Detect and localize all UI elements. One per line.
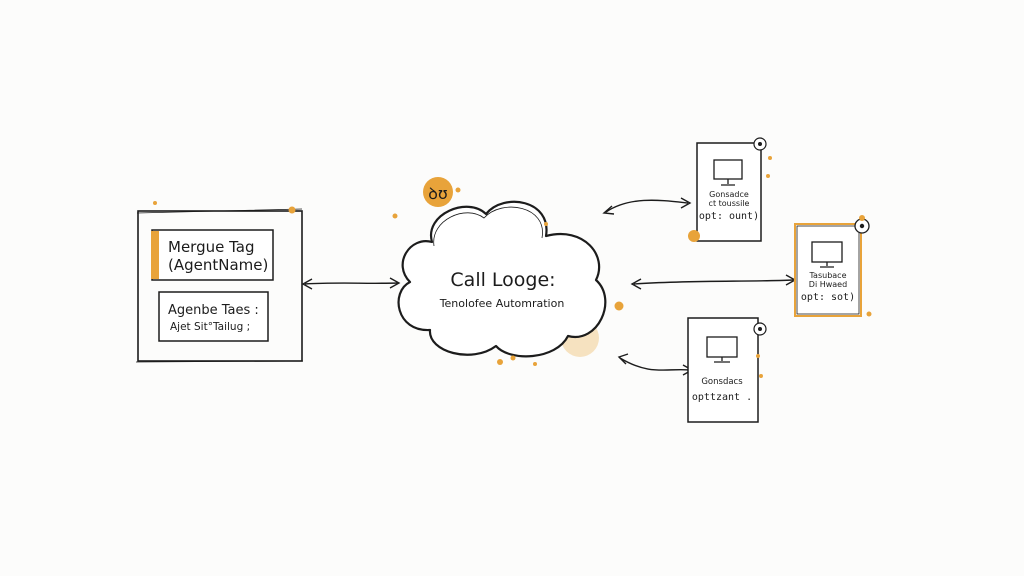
device-label-line2: ct toussile: [709, 199, 750, 208]
call-logging-cloud: ꝺʊ Call Looge: Tenolofee Automration: [392, 177, 624, 366]
monitor-icon: [706, 336, 738, 363]
badge-circle: [423, 177, 453, 207]
monitor-stand: [714, 357, 730, 363]
device-label-line3: opt: sot): [801, 292, 855, 303]
agent-tags-frame: [158, 291, 269, 342]
merge-tag-title: Mergue Tag: [168, 238, 255, 256]
accent-dot: [153, 201, 157, 205]
status-indicator-dot: [758, 327, 762, 331]
accent-dot: [759, 374, 763, 378]
monitor-icon: [713, 159, 743, 186]
device-card-frame: [687, 317, 759, 423]
agent-panel: Mergue Tag (AgentName) Agenbe Taes : Aje…: [135, 201, 304, 363]
merge-tag-frame: [151, 229, 274, 281]
cloud-title: Call Looge:: [450, 269, 555, 291]
arrowhead-right: [389, 277, 401, 289]
status-indicator-dot: [758, 142, 762, 146]
merge-tag-subtitle: (AgentName): [168, 256, 268, 274]
monitor-screen: [811, 241, 843, 263]
device-card-inner-frame: [796, 225, 860, 315]
connector-line: [605, 199, 689, 213]
device-label-line2: opttzant .: [692, 392, 752, 403]
monitor-icon: [811, 241, 843, 268]
connector-panel-cloud: [301, 277, 401, 290]
agent-tags-box[interactable]: Agenbe Taes : Ajet Sit°Tailug ;: [158, 291, 269, 342]
monitor-screen: [713, 159, 743, 180]
accent-dot: [756, 354, 760, 358]
accent-dot: [614, 301, 624, 311]
device-card-top[interactable]: Gonsadce ct toussile opt: ount): [688, 137, 772, 242]
accent-dot: [288, 206, 296, 214]
device-label-line2: Di Hwaed: [809, 280, 847, 289]
monitor-screen: [706, 336, 738, 358]
connector-line: [304, 282, 399, 285]
accent-dot: [455, 187, 461, 193]
device-card-middle[interactable]: Tasubace Di Hwaed opt: sot): [794, 215, 872, 317]
arrowhead-left: [630, 278, 642, 290]
device-label-line1: Tasubace: [808, 271, 846, 280]
arrowhead-left: [301, 278, 313, 290]
cloud-sketch-stroke: [433, 206, 543, 247]
merge-tag-box[interactable]: Mergue Tag (AgentName): [151, 229, 274, 281]
connector-line: [633, 279, 794, 285]
arrowhead-left: [617, 353, 629, 365]
device-label-line1: Gonsadce: [709, 190, 749, 199]
accent-dot: [768, 156, 772, 160]
device-card-frame: [696, 142, 762, 242]
accent-dot: [544, 222, 548, 226]
cloud-shape: [397, 200, 607, 358]
merge-tag-accent-bar: [151, 231, 159, 279]
connector-cloud-device-middle: [630, 274, 797, 290]
device-label-line3: opt: ount): [699, 211, 759, 222]
device-card-frame: [794, 223, 862, 317]
accent-dot: [859, 215, 865, 221]
agent-tags-title: Agenbe Taes :: [168, 303, 259, 318]
cloud-subtitle: Tenolofee Automration: [439, 297, 565, 310]
accent-dot: [688, 230, 700, 242]
agent-tags-detail: Ajet Sit°Tailug ;: [170, 321, 250, 333]
accent-dot: [392, 213, 398, 219]
accent-dot: [866, 311, 872, 317]
accent-dot: [497, 359, 503, 365]
connector-cloud-device-top: [602, 197, 692, 215]
monitor-stand: [820, 262, 834, 268]
panel-sketch-strokes: [135, 208, 304, 363]
status-indicator-dot: [859, 223, 865, 229]
arrowhead-right: [680, 197, 692, 209]
monitor-stand: [721, 179, 735, 186]
connector-cloud-device-bottom: [617, 353, 694, 376]
device-card-bottom[interactable]: Gonsdacs opttzant .: [687, 317, 767, 423]
hand-drawn-glyph-icon: ꝺʊ: [428, 184, 448, 203]
accent-dot: [766, 174, 770, 178]
device-label-line1: Gonsdacs: [701, 377, 743, 387]
connector-line: [619, 357, 691, 371]
accent-dot: [533, 362, 537, 366]
arrowhead-left: [602, 205, 615, 215]
accent-dot: [510, 355, 516, 361]
